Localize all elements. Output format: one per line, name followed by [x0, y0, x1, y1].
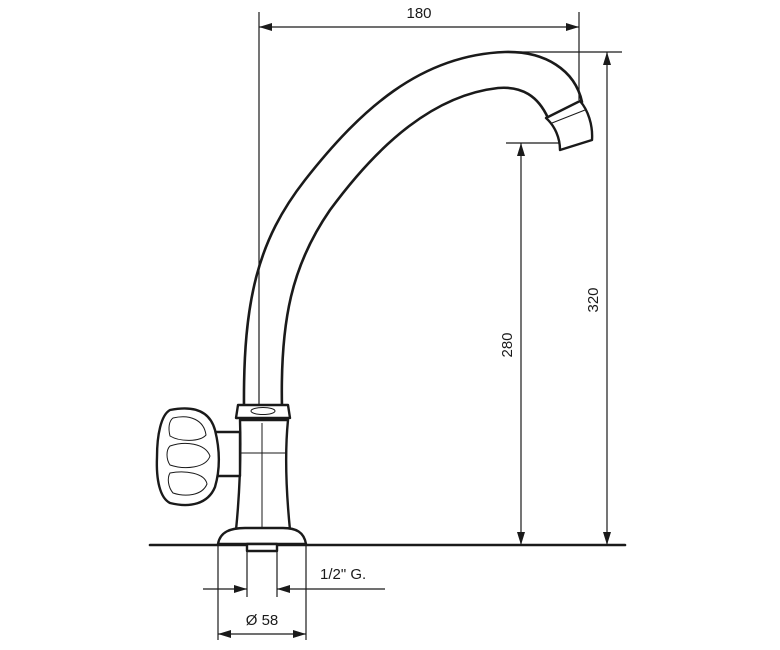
- aerator-ring: [551, 109, 586, 124]
- collar-oval: [250, 407, 276, 415]
- base-flange: [216, 526, 308, 546]
- handle-knob: [155, 407, 220, 507]
- spout-height-dimension-label: 280: [499, 332, 516, 357]
- thread-dimension-label: 1/2" G.: [320, 566, 366, 583]
- base-diameter-dimension-label: Ø 58: [246, 612, 279, 629]
- aerator-nozzle: [544, 99, 594, 152]
- spout-outer-edge: [242, 50, 584, 410]
- thread-stub: [245, 542, 279, 553]
- dimension-thread: 1/2" G.: [203, 551, 385, 597]
- spout-inner-edge: [280, 86, 550, 410]
- faucet: [155, 50, 594, 553]
- dimension-total-height: 320: [505, 51, 622, 545]
- width-dimension-label: 180: [406, 5, 431, 22]
- dimension-base-diameter: Ø 58: [217, 545, 307, 640]
- dimension-width: 180: [258, 5, 580, 405]
- faucet-body: [234, 418, 292, 532]
- spout-collar: [234, 403, 292, 420]
- dimension-spout-height: 280: [499, 142, 560, 545]
- total-height-dimension-label: 320: [585, 287, 602, 312]
